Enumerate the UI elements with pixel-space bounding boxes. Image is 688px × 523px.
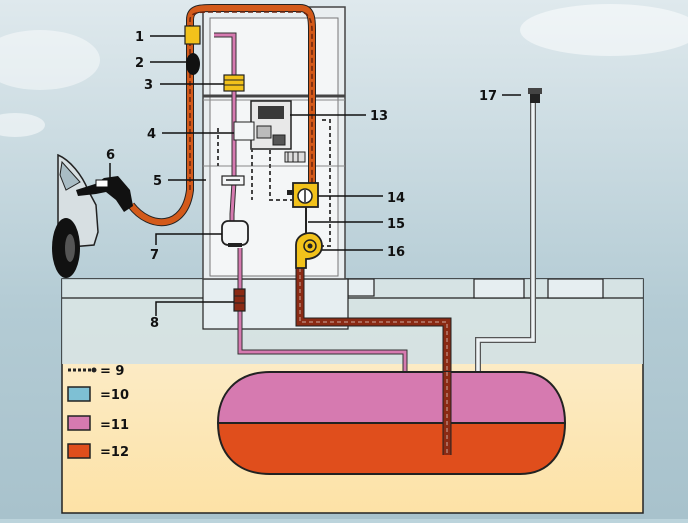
pcb-strip <box>284 151 306 163</box>
swivel-joint <box>186 53 200 75</box>
pump-connector <box>287 190 294 195</box>
leader-8 <box>155 301 234 316</box>
control-display <box>258 106 284 119</box>
vent-cap <box>530 94 540 103</box>
vapor-line <box>214 33 236 222</box>
fuel-nozzle <box>76 176 133 212</box>
control-module <box>233 121 255 141</box>
cloud <box>0 113 45 137</box>
callout-8: 8 <box>150 316 159 331</box>
callout-1: 1 <box>135 30 144 45</box>
signal-line <box>269 150 292 201</box>
vent-pipe <box>476 102 535 376</box>
legend-label-9: = 9 <box>100 364 124 379</box>
callout-3: 3 <box>144 78 153 93</box>
legend-swatch-signal-dot <box>91 367 97 373</box>
legend-label-12: =12 <box>100 445 129 460</box>
breakaway-coupling <box>184 25 201 45</box>
callout-7: 7 <box>150 248 159 263</box>
vapor-pump <box>221 220 249 246</box>
control-module <box>256 125 272 139</box>
drain-box <box>547 278 604 299</box>
drain-box <box>473 278 525 299</box>
callout-14: 14 <box>387 191 405 206</box>
callout-2: 2 <box>135 56 144 71</box>
leader-lines <box>109 35 521 316</box>
legend-swatch-12 <box>67 443 91 459</box>
callout-16: 16 <box>387 245 405 260</box>
tank-fuel-level <box>216 422 567 475</box>
legend-swatch-10 <box>67 386 91 402</box>
drain-box <box>347 278 375 297</box>
cloud <box>0 30 100 90</box>
callout-17: 17 <box>479 89 497 104</box>
control-valve <box>223 74 245 92</box>
legend-label-11: =11 <box>100 418 129 433</box>
vapor-sensor <box>233 288 246 312</box>
callout-13: 13 <box>370 109 388 124</box>
callout-5: 5 <box>153 174 162 189</box>
car-hub <box>65 234 75 262</box>
nozzle-trigger <box>95 179 109 188</box>
tank-vapor-space <box>216 371 567 424</box>
fuel-hose <box>128 5 315 226</box>
control-module <box>272 134 286 146</box>
leader-7 <box>155 233 222 245</box>
signal-line <box>318 119 331 247</box>
car-window <box>59 160 81 191</box>
vent-cap <box>528 88 542 94</box>
callout-4: 4 <box>147 127 156 142</box>
pump-impeller-core <box>307 243 313 249</box>
legend-label-10: =10 <box>100 388 129 403</box>
vapor-pump-base <box>228 243 242 247</box>
cloud <box>520 4 688 56</box>
callout-6: 6 <box>106 148 115 163</box>
callout-15: 15 <box>387 217 405 232</box>
legend: = 9 =10 =11 =12 <box>67 364 129 460</box>
legend-swatch-11 <box>67 415 91 431</box>
